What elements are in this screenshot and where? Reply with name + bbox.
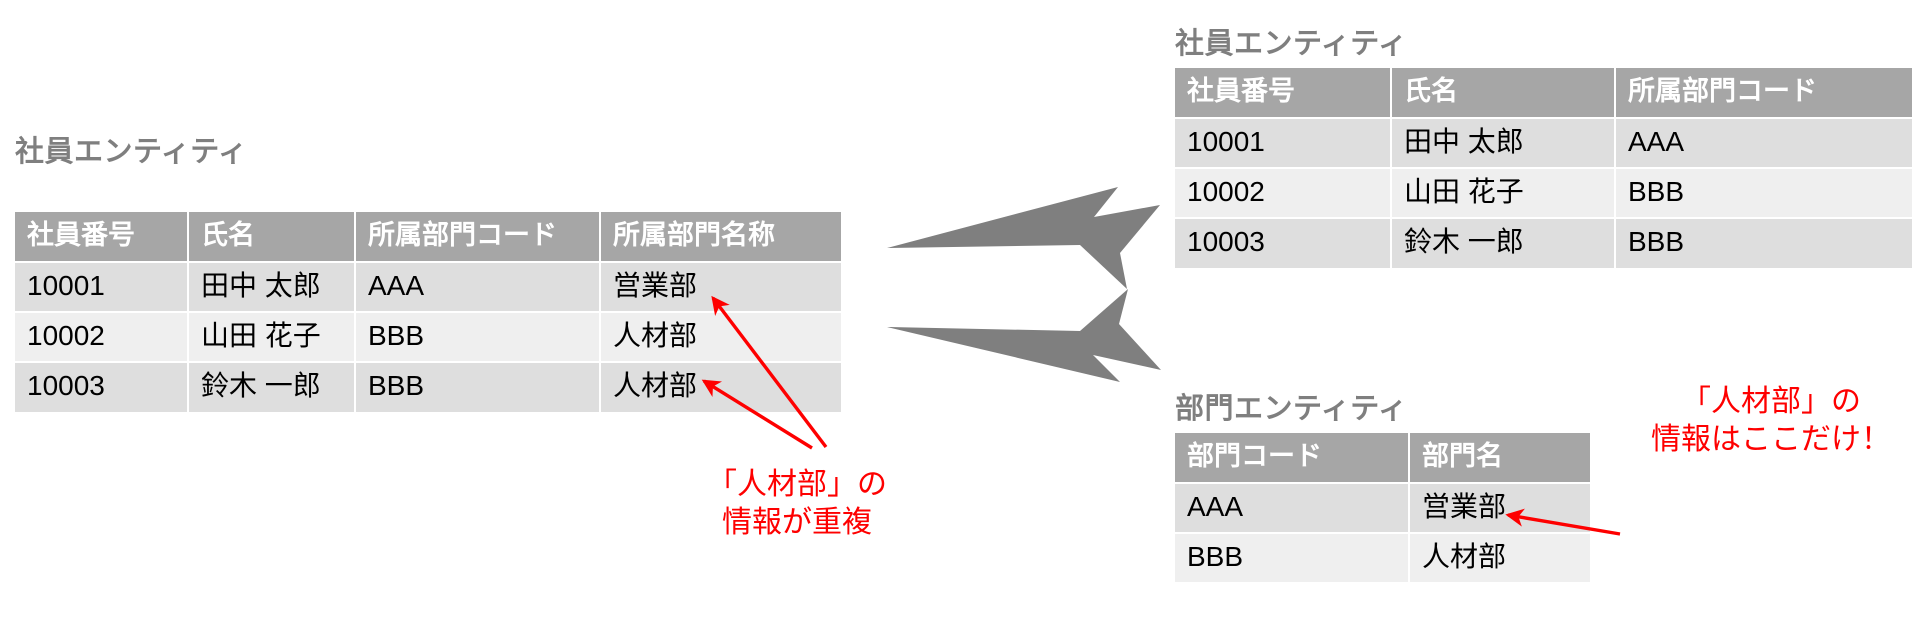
table-row: 10001 田中 太郎 AAA xyxy=(1175,119,1912,168)
cell: 営業部 xyxy=(1410,484,1590,533)
column-header: 社員番号 xyxy=(15,212,187,262)
column-header: 氏名 xyxy=(1392,68,1614,118)
cell: 10001 xyxy=(1175,119,1390,168)
cell: 10002 xyxy=(15,313,187,362)
employee-entity-table: 社員番号 氏名 所属部門コード 10001 田中 太郎 AAA 10002 山田… xyxy=(1173,66,1914,270)
cell: BBB xyxy=(1616,219,1912,268)
table-row: 10002 山田 花子 BBB 人材部 xyxy=(15,313,841,362)
red-arrow-icon xyxy=(1505,508,1621,536)
cell: BBB xyxy=(1616,169,1912,218)
single-source-annotation-line-2: 情報はここだけ！ xyxy=(1651,423,1891,457)
cell: 田中 太郎 xyxy=(1392,119,1614,168)
employee-table-title: 社員エンティティ xyxy=(1175,28,1408,60)
single-source-annotation-line-1: 「人材部」の xyxy=(1681,385,1861,418)
single-source-annotation: 「人材部」の 情報はここだけ！ xyxy=(1611,383,1926,460)
column-header: 所属部門コード xyxy=(356,212,599,262)
cell: 鈴木 一郎 xyxy=(189,363,354,412)
before-table-title: 社員エンティティ xyxy=(15,136,248,168)
table-header-row: 部門コード 部門名 xyxy=(1175,433,1590,483)
column-header: 部門コード xyxy=(1175,433,1408,483)
cell: BBB xyxy=(356,313,599,362)
table-row: AAA 営業部 xyxy=(1175,484,1590,533)
cell: 人材部 xyxy=(1410,534,1590,583)
cell: 人材部 xyxy=(601,313,841,362)
column-header: 所属部門名称 xyxy=(601,212,841,262)
table-header-row: 社員番号 氏名 所属部門コード xyxy=(1175,68,1912,118)
cell: 山田 花子 xyxy=(1392,169,1614,218)
column-header: 氏名 xyxy=(189,212,354,262)
table-row: 10003 鈴木 一郎 BBB xyxy=(1175,219,1912,268)
duplicate-annotation-line-1: 「人材部」の xyxy=(707,468,887,501)
cell: BBB xyxy=(356,363,599,412)
cell: 鈴木 一郎 xyxy=(1392,219,1614,268)
red-arrow-icon xyxy=(701,379,813,450)
table-header-row: 社員番号 氏名 所属部門コード 所属部門名称 xyxy=(15,212,841,262)
cell: AAA xyxy=(356,263,599,312)
cell: 山田 花子 xyxy=(189,313,354,362)
cell: 10003 xyxy=(1175,219,1390,268)
column-header: 部門名 xyxy=(1410,433,1590,483)
department-entity-table: 部門コード 部門名 AAA 営業部 BBB 人材部 xyxy=(1173,431,1592,584)
table-row: 10002 山田 花子 BBB xyxy=(1175,169,1912,218)
red-arrow-icon xyxy=(711,295,828,449)
column-header: 所属部門コード xyxy=(1616,68,1912,118)
cell: AAA xyxy=(1175,484,1408,533)
cell: 10002 xyxy=(1175,169,1390,218)
department-table-title: 部門エンティティ xyxy=(1175,393,1408,425)
cell: 田中 太郎 xyxy=(189,263,354,312)
cell: 10003 xyxy=(15,363,187,412)
cell: AAA xyxy=(1616,119,1912,168)
cell: BBB xyxy=(1175,534,1408,583)
duplicate-annotation-line-2: 情報が重複 xyxy=(722,506,872,540)
cell: 10001 xyxy=(15,263,187,312)
thick-arrow-down-right-icon xyxy=(887,289,1161,382)
column-header: 社員番号 xyxy=(1175,68,1390,118)
table-row: 10003 鈴木 一郎 BBB 人材部 xyxy=(15,363,841,412)
table-row: BBB 人材部 xyxy=(1175,534,1590,583)
thick-arrow-up-right-icon xyxy=(887,187,1160,289)
duplicate-annotation: 「人材部」の 情報が重複 xyxy=(672,466,922,543)
